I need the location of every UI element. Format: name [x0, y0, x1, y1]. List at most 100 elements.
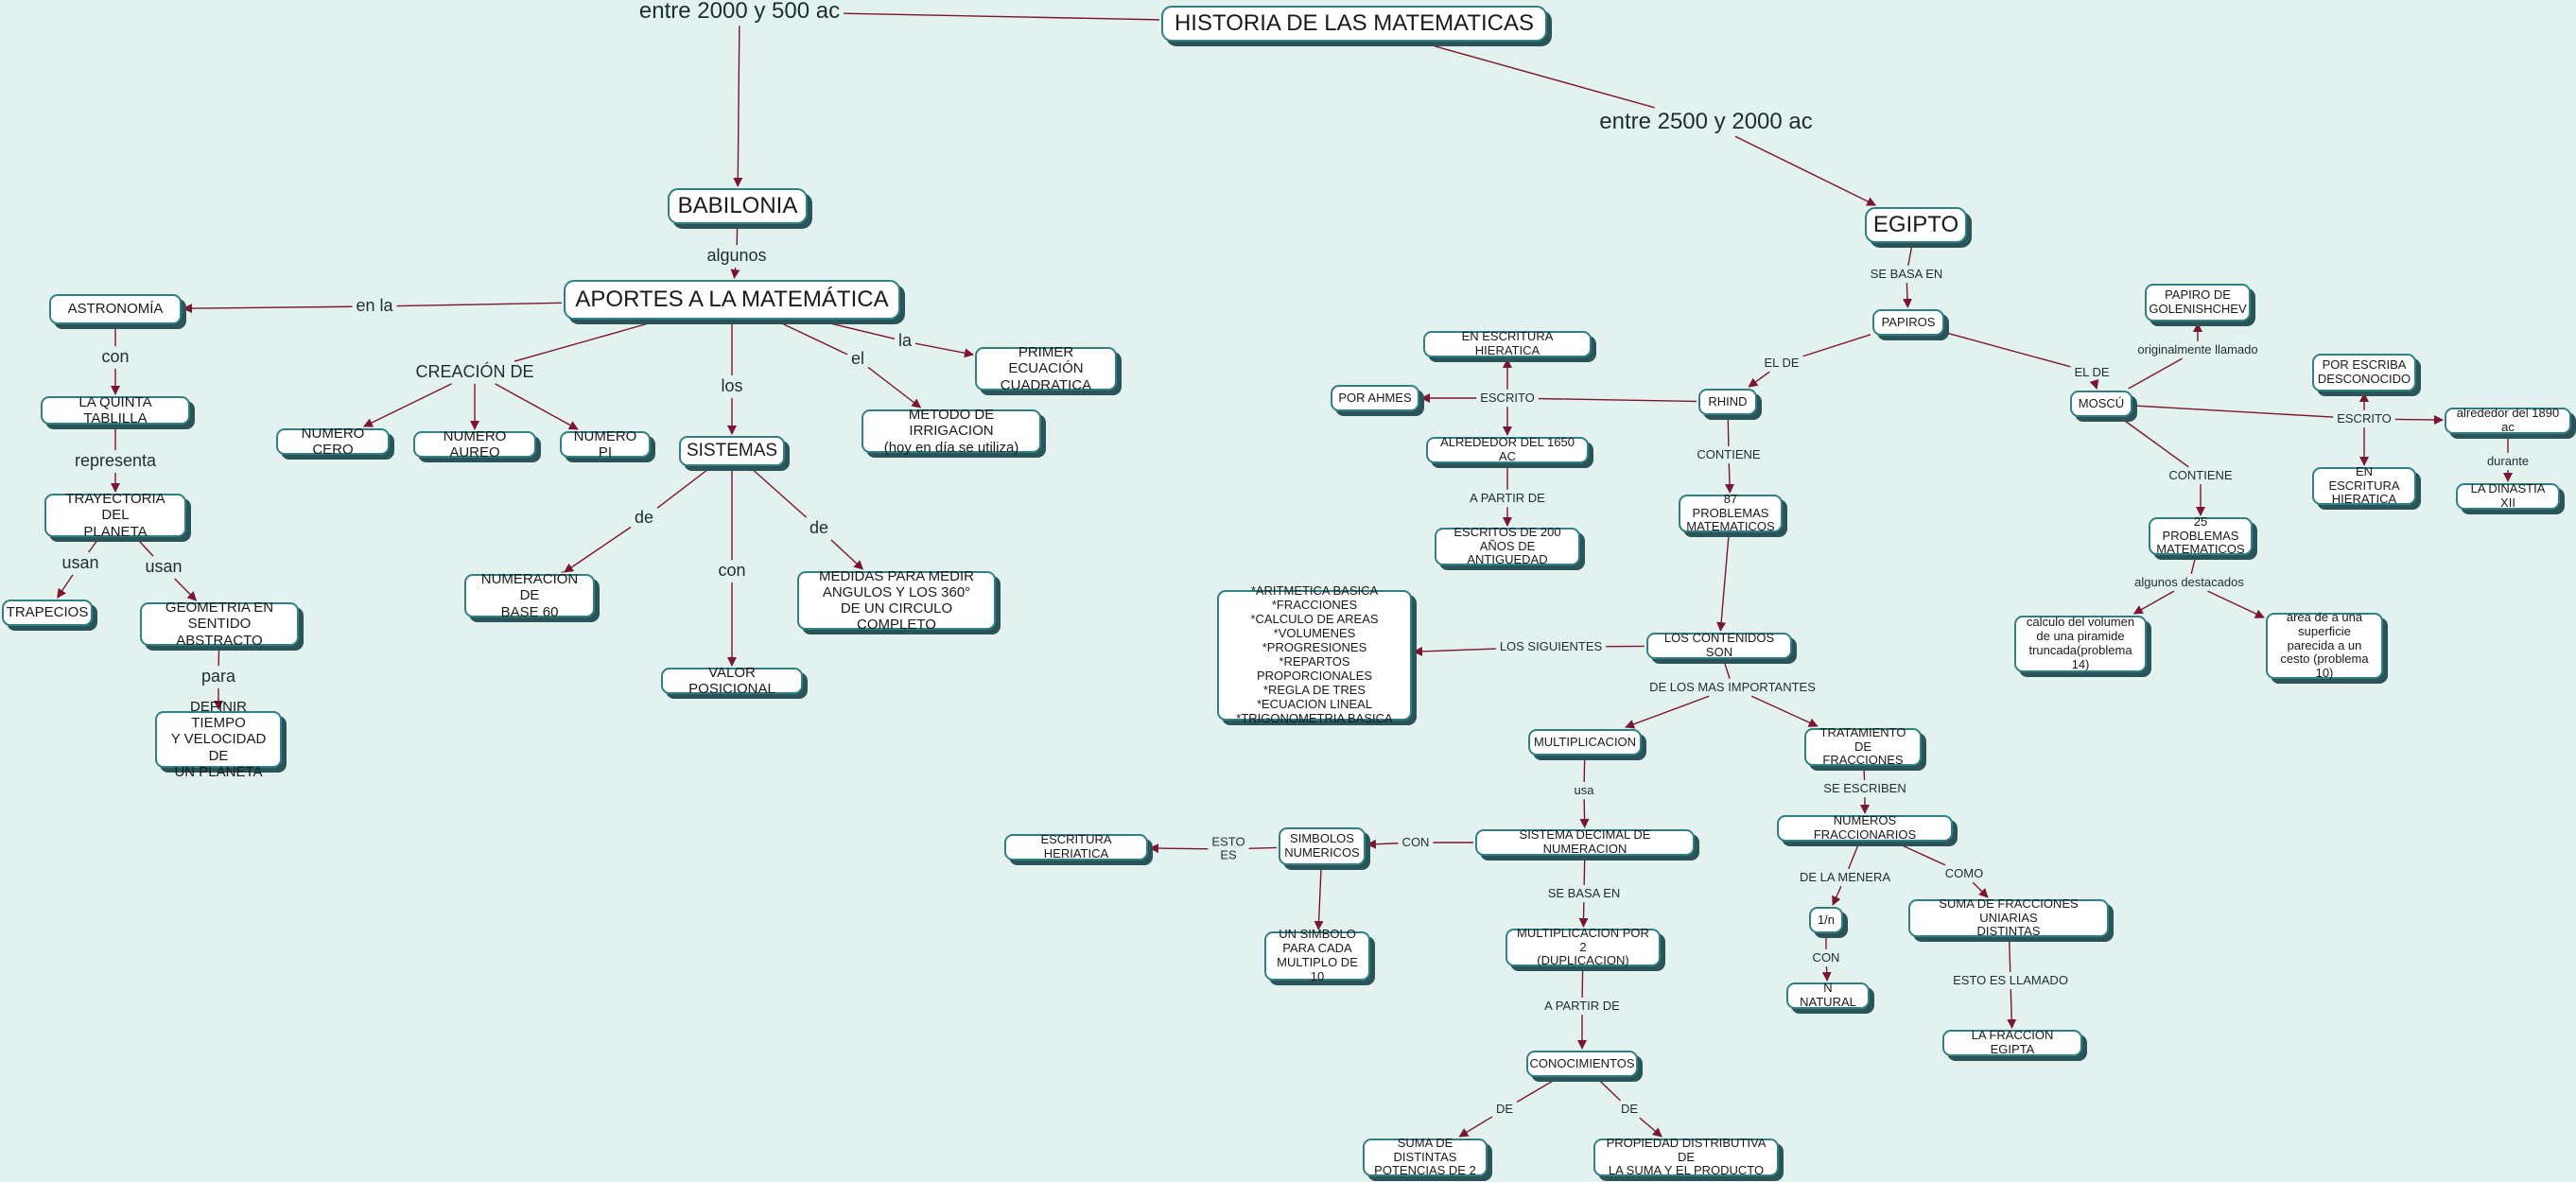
node-dinastia-xii[interactable]: LA DINASTIA XII [2456, 481, 2560, 510]
node-simbolos-numericos[interactable]: SIMBOLOS NUMERICOS [1279, 827, 1366, 865]
node-trapecios[interactable]: TRAPECIOS [2, 600, 93, 626]
link-label-el-de-2: EL DE [2074, 364, 2110, 379]
node-un-simbolo[interactable]: UN SIMBOLO PARA CADA MULTIPLO DE 10 [1264, 927, 1370, 983]
node-escritura-hieratica-1[interactable]: EN ESCRITURA HIERATICA [1423, 329, 1592, 357]
node-quinta-tablilla[interactable]: LA QUINTA TABLILLA [41, 394, 190, 426]
connector-historia-to-entre-2000-500 [844, 12, 1160, 21]
connector-con-4-to-n-natural [1821, 966, 1832, 982]
node-escritura-hieratica-2[interactable]: EN ESCRITURA HIERATICA [2312, 464, 2416, 506]
connector-usan-1-to-trapecios [57, 574, 74, 599]
connector-sistemas-to-de-2 [750, 467, 808, 518]
node-sistemas[interactable]: SISTEMAS [679, 436, 785, 466]
connector-el-de-2-to-moscu [2089, 378, 2099, 390]
connector-usa-to-sistema-decimal [1579, 799, 1590, 828]
connector-moscu-to-originalmente [2128, 357, 2183, 390]
connector-tratamiento-fracciones-to-se-escriben [1863, 767, 1866, 780]
link-label-durante: durante [2486, 453, 2530, 468]
node-valor-posicional[interactable]: VALOR POSICIONAL [661, 665, 803, 697]
connector-esto-es-to-escritura-heriatica [1149, 843, 1209, 854]
node-egipto[interactable]: EGIPTO [1865, 207, 1967, 243]
link-label-usan-2: usan [145, 557, 183, 577]
connector-contiene-1-to-problemas-87 [1725, 463, 1734, 494]
connector-simbolos-numericos-to-esto-es [1248, 846, 1278, 850]
node-lista-contenidos[interactable]: *ARITMETICA BASICA *FRACCIONES *CALCULO … [1217, 583, 1412, 725]
node-problemas-25[interactable]: 25 PROBLEMAS MATEMATICOS [2149, 514, 2253, 556]
node-multiplicacion-por-2[interactable]: MULTIPLICACION POR 2 (DUPLICACION) [1506, 926, 1661, 967]
link-label-algunos-destacados: algunos destacados [2134, 574, 2244, 589]
link-label-escrito-1: ESCRITO [1480, 390, 1535, 405]
connector-entre-2500-2000-to-egipto [1734, 135, 1877, 206]
connector-de-la-menera-to-uno-n [1832, 885, 1842, 906]
connector-sistema-decimal-to-se-basa-en-2 [1583, 857, 1586, 885]
node-numero-aureo[interactable]: NUMERO AUREO [413, 428, 536, 461]
node-historia[interactable]: HISTORIA DE LAS MATEMATICAS [1161, 6, 1547, 42]
link-label-de-3: DE [1495, 1101, 1514, 1116]
node-escritos-200[interactable]: ESCRITOS DE 200 AÑOS DE ANTIGUEDAD [1435, 525, 1580, 566]
link-label-los: los [721, 376, 743, 396]
node-metodo-irrigacion[interactable]: METODO DE IRRIGACION (hoy en día se util… [862, 407, 1041, 456]
link-label-de-los-mas: DE LOS MAS IMPORTANTES [1649, 679, 1816, 694]
node-numero-cero[interactable]: NUMERO CERO [276, 426, 390, 458]
node-volumen-piramide[interactable]: calculo del volumen de una piramide trun… [2014, 615, 2147, 672]
connector-algunos-to-aportes [730, 267, 740, 279]
node-conocimientos[interactable]: CONOCIMIENTOS [1526, 1051, 1638, 1077]
node-papiros[interactable]: PAPIROS [1872, 309, 1944, 336]
link-label-algunos: algunos [706, 246, 767, 266]
node-sistema-decimal[interactable]: SISTEMA DECIMAL DE NUMERACION [1475, 827, 1695, 856]
node-escritura-heriatica[interactable]: ESCRITURA HERIATICA [1004, 832, 1148, 860]
connector-de-2-to-medidas [830, 539, 864, 570]
node-suma-unitarias[interactable]: SUMA DE FRACCIONES UNIARIAS DISTINTAS [1908, 896, 2109, 938]
node-por-ahmes[interactable]: POR AHMES [1331, 385, 1419, 411]
link-label-usa: usa [1574, 782, 1594, 797]
node-multiplicacion[interactable]: MULTIPLICACION [1528, 729, 1642, 756]
node-definir-tiempo[interactable]: DEFINIR TIEMPO Y VELOCIDAD DE UN PLANETA [155, 699, 282, 780]
connector-entre-2000-500-to-babilonia [733, 26, 743, 187]
link-label-de-1: de [634, 508, 654, 528]
connector-egipto-to-se-basa-en-1 [1907, 244, 1913, 266]
node-propiedad-distributiva[interactable]: PROPIEDAD DISTRIBUTIVA DE LA SUMA Y EL P… [1593, 1136, 1779, 1177]
node-numero-pi[interactable]: NUMERO PI [560, 428, 651, 461]
link-label-a-partir-de-1: A PARTIR DE [1470, 490, 1545, 505]
link-label-con-4: CON [1812, 949, 1840, 965]
node-alrededor-1890[interactable]: alrededor del 1890 ac [2445, 406, 2571, 434]
node-uno-n[interactable]: 1/n [1809, 907, 1843, 933]
node-babilonia[interactable]: BABILONIA [668, 188, 808, 224]
connector-numeros-fraccionarios-to-como [1897, 843, 1946, 866]
node-area-cesto[interactable]: area de a una superficie parecida a un c… [2266, 610, 2383, 680]
node-medidas[interactable]: MEDIDAS PARA MEDIR ANGULOS Y LOS 360° DE… [797, 568, 996, 633]
node-numeros-fraccionarios[interactable]: NUMEROS FRACCIONARIOS [1777, 813, 1953, 842]
node-golenishchev[interactable]: PAPIRO DE GOLENISHCHEV [2145, 284, 2251, 322]
connector-aportes-to-creacion-de [513, 321, 655, 362]
connector-esto-es-llamado-to-fraccion-egipta [2007, 989, 2017, 1029]
link-label-con-3: CON [1401, 834, 1430, 849]
connector-papiros-to-el-de-2 [1945, 332, 2071, 368]
link-label-los-siguientes: LOS SIGUIENTES [1499, 638, 1603, 653]
node-por-escriba[interactable]: POR ESCRIBA DESCONOCIDO [2312, 354, 2416, 391]
node-tratamiento-fracciones[interactable]: TRATAMIENTO DE FRACCIONES [1804, 725, 1922, 767]
node-alrededor-1650[interactable]: ALREDEDOR DEL 1650 AC [1426, 435, 1589, 463]
node-astronomia[interactable]: ASTRONOMÍA [49, 294, 182, 324]
node-numeracion-60[interactable]: NUMERACIÓN DE BASE 60 [464, 571, 595, 620]
node-aportes[interactable]: APORTES A LA MATEMÁTICA [564, 280, 900, 320]
link-label-de-4: DE [1620, 1101, 1639, 1116]
link-label-de-la-menera: DE LA MENERA [1799, 869, 1891, 884]
connector-historia-to-entre-2500-2000 [1424, 43, 1655, 109]
node-geometria[interactable]: GEOMETRIA EN SENTIDO ABSTRACTO [140, 600, 299, 649]
node-rhind[interactable]: RHIND [1698, 389, 1757, 415]
node-primer-ecuacion[interactable]: PRIMER ECUACIÓN CUADRATICA [975, 344, 1117, 393]
node-fraccion-egipta[interactable]: LA FRACCION EGIPTA [1942, 1028, 2082, 1056]
node-trayectoria[interactable]: TRAYECTORIA DEL PLANETA [44, 491, 186, 540]
link-label-con-1: con [101, 347, 130, 367]
node-moscu[interactable]: MOSCÚ [2070, 391, 2132, 417]
node-suma-potencias[interactable]: SUMA DE DISTINTAS POTENCIAS DE 2 [1363, 1136, 1488, 1177]
connector-contenidos-son-to-de-los-mas [1723, 660, 1731, 680]
node-problemas-87[interactable]: 87 PROBLEMAS MATEMATICOS [1679, 492, 1783, 533]
connector-con-3-to-simbolos-numericos [1366, 839, 1399, 849]
connector-moscu-to-contiene-2 [2121, 418, 2189, 468]
node-n-natural[interactable]: N NATURAL [1786, 981, 1870, 1009]
link-label-el: el [850, 349, 865, 369]
connector-de-1-to-numeracion-60 [564, 526, 632, 573]
node-contenidos-son[interactable]: LOS CONTENIDOS SON [1646, 631, 1792, 659]
connector-simbolos-numericos-to-un-simbolo [1314, 866, 1324, 930]
